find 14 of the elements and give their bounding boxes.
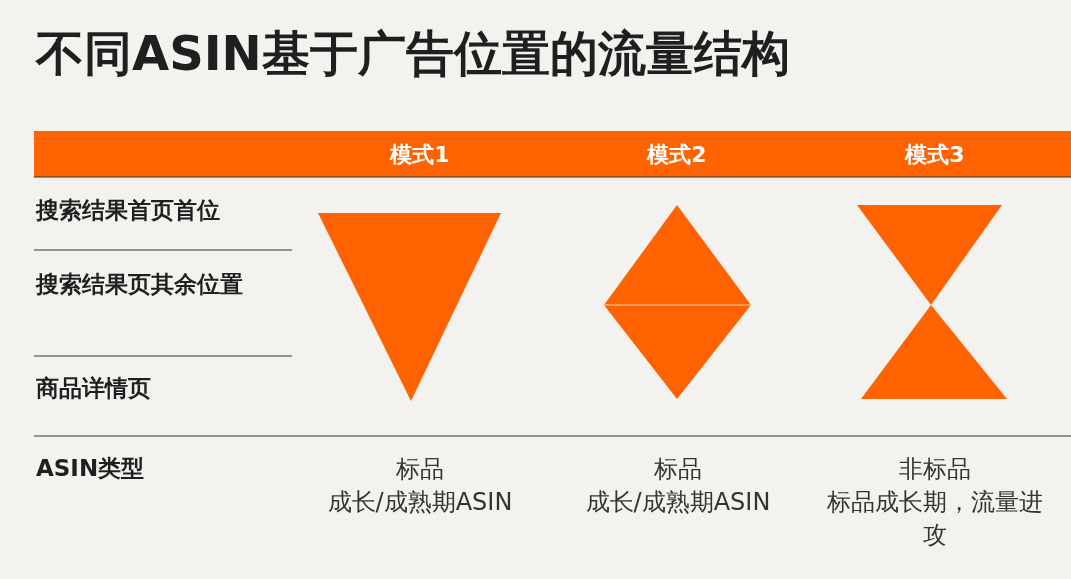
- column-header: 模式2: [647, 141, 707, 169]
- column-header: 模式1: [390, 141, 450, 169]
- cell-text: 非标品: [899, 454, 971, 485]
- title: 不同ASIN基于广告位置的流量结构: [36, 24, 790, 83]
- cell-text: 标品: [654, 454, 702, 485]
- cell-text: 成长/成熟期ASIN: [327, 487, 513, 518]
- row-label: 搜索结果首页首位: [36, 196, 221, 225]
- cell-text: 标品: [396, 454, 444, 485]
- cell-text: 标品成长期，流量进攻: [826, 487, 1044, 551]
- row-label: 商品详情页: [36, 374, 152, 403]
- cell-text: 成长/成熟期ASIN: [585, 487, 771, 518]
- row-label: ASIN类型: [36, 454, 146, 483]
- column-header: 模式3: [905, 141, 965, 169]
- row-label: 搜索结果页其余位置: [36, 270, 244, 299]
